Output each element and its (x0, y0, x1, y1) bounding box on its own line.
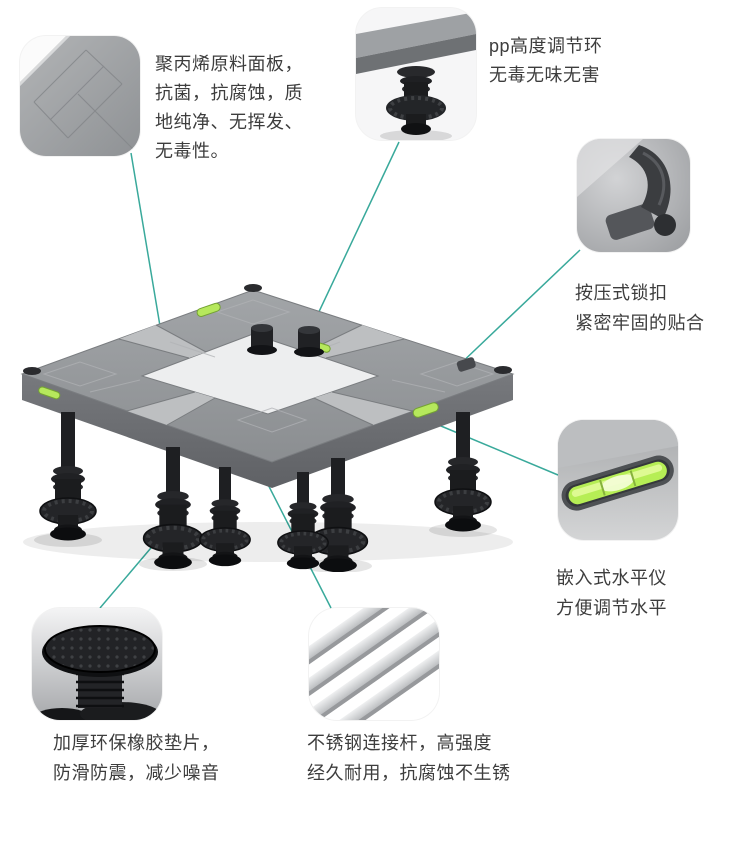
steel-rod-photo (309, 608, 439, 720)
callout-text-panel: 聚丙烯原料面板， 抗菌，抗腐蚀，质 地纯净、无挥发、 无毒性。 (155, 50, 303, 166)
callout-line: 聚丙烯原料面板， (155, 54, 303, 74)
callout-line: 防滑防震，减少噪音 (53, 763, 220, 783)
callout-line: 地纯净、无挥发、 (155, 112, 303, 132)
press-lock-clip (456, 357, 476, 372)
floor-shadow (23, 522, 513, 562)
spirit-level-photo (558, 420, 678, 540)
callout-line: 无毒性。 (155, 141, 229, 161)
press-lock-photo (577, 139, 690, 252)
panel-corner-photo (20, 36, 140, 156)
callout-text-pad: 加厚环保橡胶垫片， 防滑防震，减少噪音 (53, 728, 220, 788)
steel-tubes (309, 608, 439, 720)
callout-line: 不锈钢连接杆，高强度 (307, 733, 492, 753)
callout-line: 按压式锁扣 (575, 283, 668, 303)
callout-line: 加厚环保橡胶垫片， (53, 733, 220, 753)
rubber-pad-photo (32, 608, 162, 720)
callout-line: 抗菌，抗腐蚀，质 (155, 83, 303, 103)
callout-line: 紧密牢固的贴合 (575, 313, 705, 333)
callout-text-level: 嵌入式水平仪 方便调节水平 (556, 563, 667, 623)
callout-text-ring: pp高度调节环 无毒无味无害 (489, 32, 603, 90)
foot-stems (61, 412, 470, 508)
callout-line: 方便调节水平 (556, 598, 667, 618)
level-vial (561, 455, 674, 511)
height-adjust-ring-photo (356, 8, 476, 140)
corner-caps (23, 284, 512, 375)
callout-line: 无毒无味无害 (489, 65, 600, 85)
callout-line: pp高度调节环 (489, 36, 603, 56)
callout-line: 嵌入式水平仪 (556, 568, 667, 588)
callout-text-lock: 按压式锁扣 紧密牢固的贴合 (575, 278, 705, 338)
engraved-pattern (42, 299, 495, 433)
adjustable-foot (386, 66, 446, 135)
callout-line: 经久耐用，抗腐蚀不生锈 (307, 763, 511, 783)
product-image-appliance-base (10, 262, 525, 572)
callout-text-rod: 不锈钢连接杆，高强度 经久耐用，抗腐蚀不生锈 (307, 728, 511, 788)
panel-engraved-pattern (33, 49, 139, 155)
rubber-pad (42, 625, 158, 677)
base-front-left-edge (22, 374, 272, 488)
rear-feet-tops (247, 324, 324, 357)
telescopic-rails (119, 325, 412, 425)
